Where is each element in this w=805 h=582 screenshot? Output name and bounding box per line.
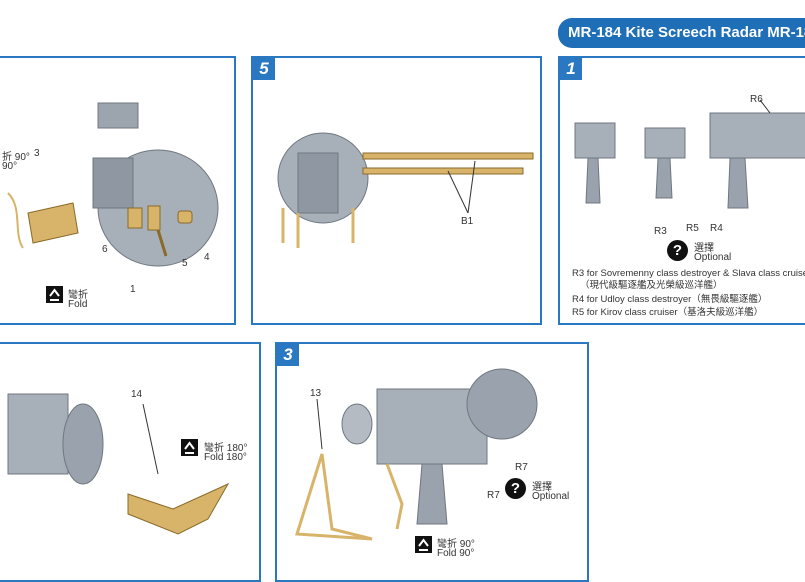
part-label-r7-upper: R7 bbox=[515, 462, 528, 473]
step-number: 5 bbox=[253, 58, 275, 80]
radar-base-illustration bbox=[7, 393, 230, 535]
radar-parts-illustration bbox=[574, 99, 805, 209]
part-label-r6: R6 bbox=[750, 94, 763, 105]
optional-label-cn: 選擇 bbox=[532, 482, 552, 493]
part-label-r7-lower: R7 bbox=[487, 490, 500, 501]
part-label-13: 13 bbox=[310, 388, 322, 399]
part-label-r5: R5 bbox=[686, 223, 699, 234]
fold-icon bbox=[181, 439, 198, 456]
part-label-4: 4 bbox=[204, 252, 210, 263]
step-4-panel: 14 彎折 180° Fold 180° bbox=[0, 342, 261, 582]
optional-label-cn: 選擇 bbox=[694, 243, 714, 254]
part-label-3: 3 bbox=[34, 148, 40, 159]
fold-label-en: Fold 180° bbox=[204, 452, 247, 463]
part-label-14: 14 bbox=[131, 389, 143, 400]
optional-icon: ? bbox=[505, 478, 526, 499]
section-title-banner: MR-184 Kite Screech Radar MR-184 鸞鹰 bbox=[558, 18, 805, 48]
step-5-panel: 5 B1 bbox=[251, 56, 542, 325]
gun-turret-illustration bbox=[277, 132, 534, 248]
optional-label-en: Optional bbox=[532, 491, 570, 502]
variant-note-2: （現代級驅逐艦及光榮級巡洋艦） bbox=[580, 280, 723, 291]
radar-assembly-illustration bbox=[295, 368, 538, 541]
variant-note-1: R3 for Sovremenny class destroyer & Slav… bbox=[572, 268, 805, 279]
part-label-r3: R3 bbox=[654, 226, 667, 237]
fold-label-cn: 彎折 180° bbox=[204, 443, 248, 454]
part-label-5: 5 bbox=[182, 258, 188, 269]
part-label-r4: R4 bbox=[710, 223, 723, 234]
part-label-6: 6 bbox=[102, 244, 108, 255]
step-number: 3 bbox=[277, 344, 299, 366]
fold-label-cn: 彎折 bbox=[68, 290, 88, 301]
turret-illustration bbox=[7, 102, 219, 267]
fold-label-en: Fold 90° bbox=[437, 548, 475, 559]
fold-label-en: Fold bbox=[68, 299, 88, 310]
fold-icon bbox=[415, 536, 432, 553]
optional-icon: ? bbox=[667, 240, 688, 261]
fold-icon bbox=[46, 286, 63, 303]
part-label-b1: B1 bbox=[461, 216, 474, 227]
fold-label-cn: 彎折 90° bbox=[437, 539, 475, 550]
variant-note-4: R5 for Kirov class cruiser（基洛夫級巡洋艦） bbox=[572, 307, 764, 318]
step-6-panel: 3 6 1 5 4 折 90° 90° 彎折 Fold bbox=[0, 56, 236, 325]
step-1-panel: 1 R6 R3 R5 R4 ? 選擇 Optional R3 for Sovre… bbox=[558, 56, 805, 325]
optional-label-en: Optional bbox=[694, 252, 732, 263]
part-label-1: 1 bbox=[130, 284, 136, 295]
step-number: 1 bbox=[560, 58, 582, 80]
step-3-panel: 3 13 R7 R7 ? 選擇 Optional 彎折 90° Fold 90° bbox=[275, 342, 589, 582]
fold-angle-text: 折 90° bbox=[2, 152, 30, 163]
variant-note-3: R4 for Udloy class destroyer（無畏級驅逐艦） bbox=[572, 294, 768, 305]
fold-angle-text-2: 90° bbox=[2, 161, 18, 172]
